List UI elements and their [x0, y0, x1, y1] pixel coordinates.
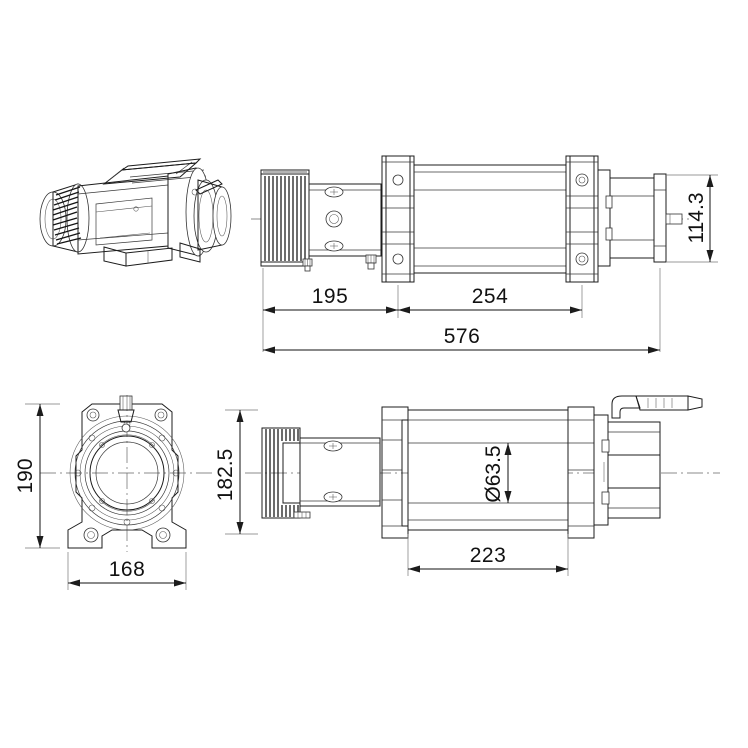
dim-190-label: 190	[14, 458, 37, 493]
dim-576-group: 576	[263, 325, 660, 354]
top-grease-nipple-left	[302, 258, 313, 272]
front-cable-connector	[611, 395, 703, 419]
front-bracket-left	[381, 406, 409, 539]
isometric-product-view	[39, 158, 232, 267]
front-elevation-view: 182.5 Ø63.5 223	[214, 395, 720, 576]
dim-182-5-group: 182.5	[214, 410, 244, 534]
dim-168-label: 168	[109, 558, 146, 581]
front-bracket-right	[567, 406, 595, 539]
iso-gear-housing	[167, 167, 232, 257]
left-end-view: 190 168	[14, 395, 215, 590]
front-gear-housing	[593, 414, 661, 526]
dim-182-5-label: 182.5	[214, 449, 237, 502]
dim-195-group: 195	[263, 285, 398, 314]
iso-motor-fins	[39, 183, 90, 253]
front-drum-body	[407, 409, 569, 531]
dim-190-group: 190	[14, 404, 44, 548]
top-bracket-right	[565, 155, 599, 283]
dim-576-label: 576	[444, 325, 481, 348]
dim-223-group: 223	[408, 544, 568, 573]
dim-223-label: 223	[470, 544, 507, 567]
top-bracket-left	[381, 155, 415, 283]
dim-63-5-group: Ø63.5	[482, 443, 512, 503]
dim-254-group: 254	[398, 285, 582, 314]
dim-168-group: 168	[68, 558, 186, 587]
dim-195-label: 195	[312, 285, 349, 308]
end-view-extension-lines	[25, 403, 187, 590]
top-drum-barrel	[413, 164, 567, 274]
dim-63-5-label: Ø63.5	[482, 445, 505, 502]
dim-114-3-group: 114.3	[666, 174, 718, 263]
dim-254-label: 254	[472, 285, 509, 308]
top-motor-housing	[260, 169, 382, 272]
iso-drum-body	[77, 158, 207, 255]
end-view-cable-boss	[117, 395, 135, 433]
top-grease-nipple-mid	[365, 254, 377, 270]
dim-114-3-label: 114.3	[685, 193, 708, 244]
top-gear-end	[597, 169, 683, 267]
top-plan-view: 195 254 576 114.3	[251, 155, 718, 354]
front-motor-fins	[261, 427, 381, 519]
iso-mounting-feet	[103, 242, 201, 267]
